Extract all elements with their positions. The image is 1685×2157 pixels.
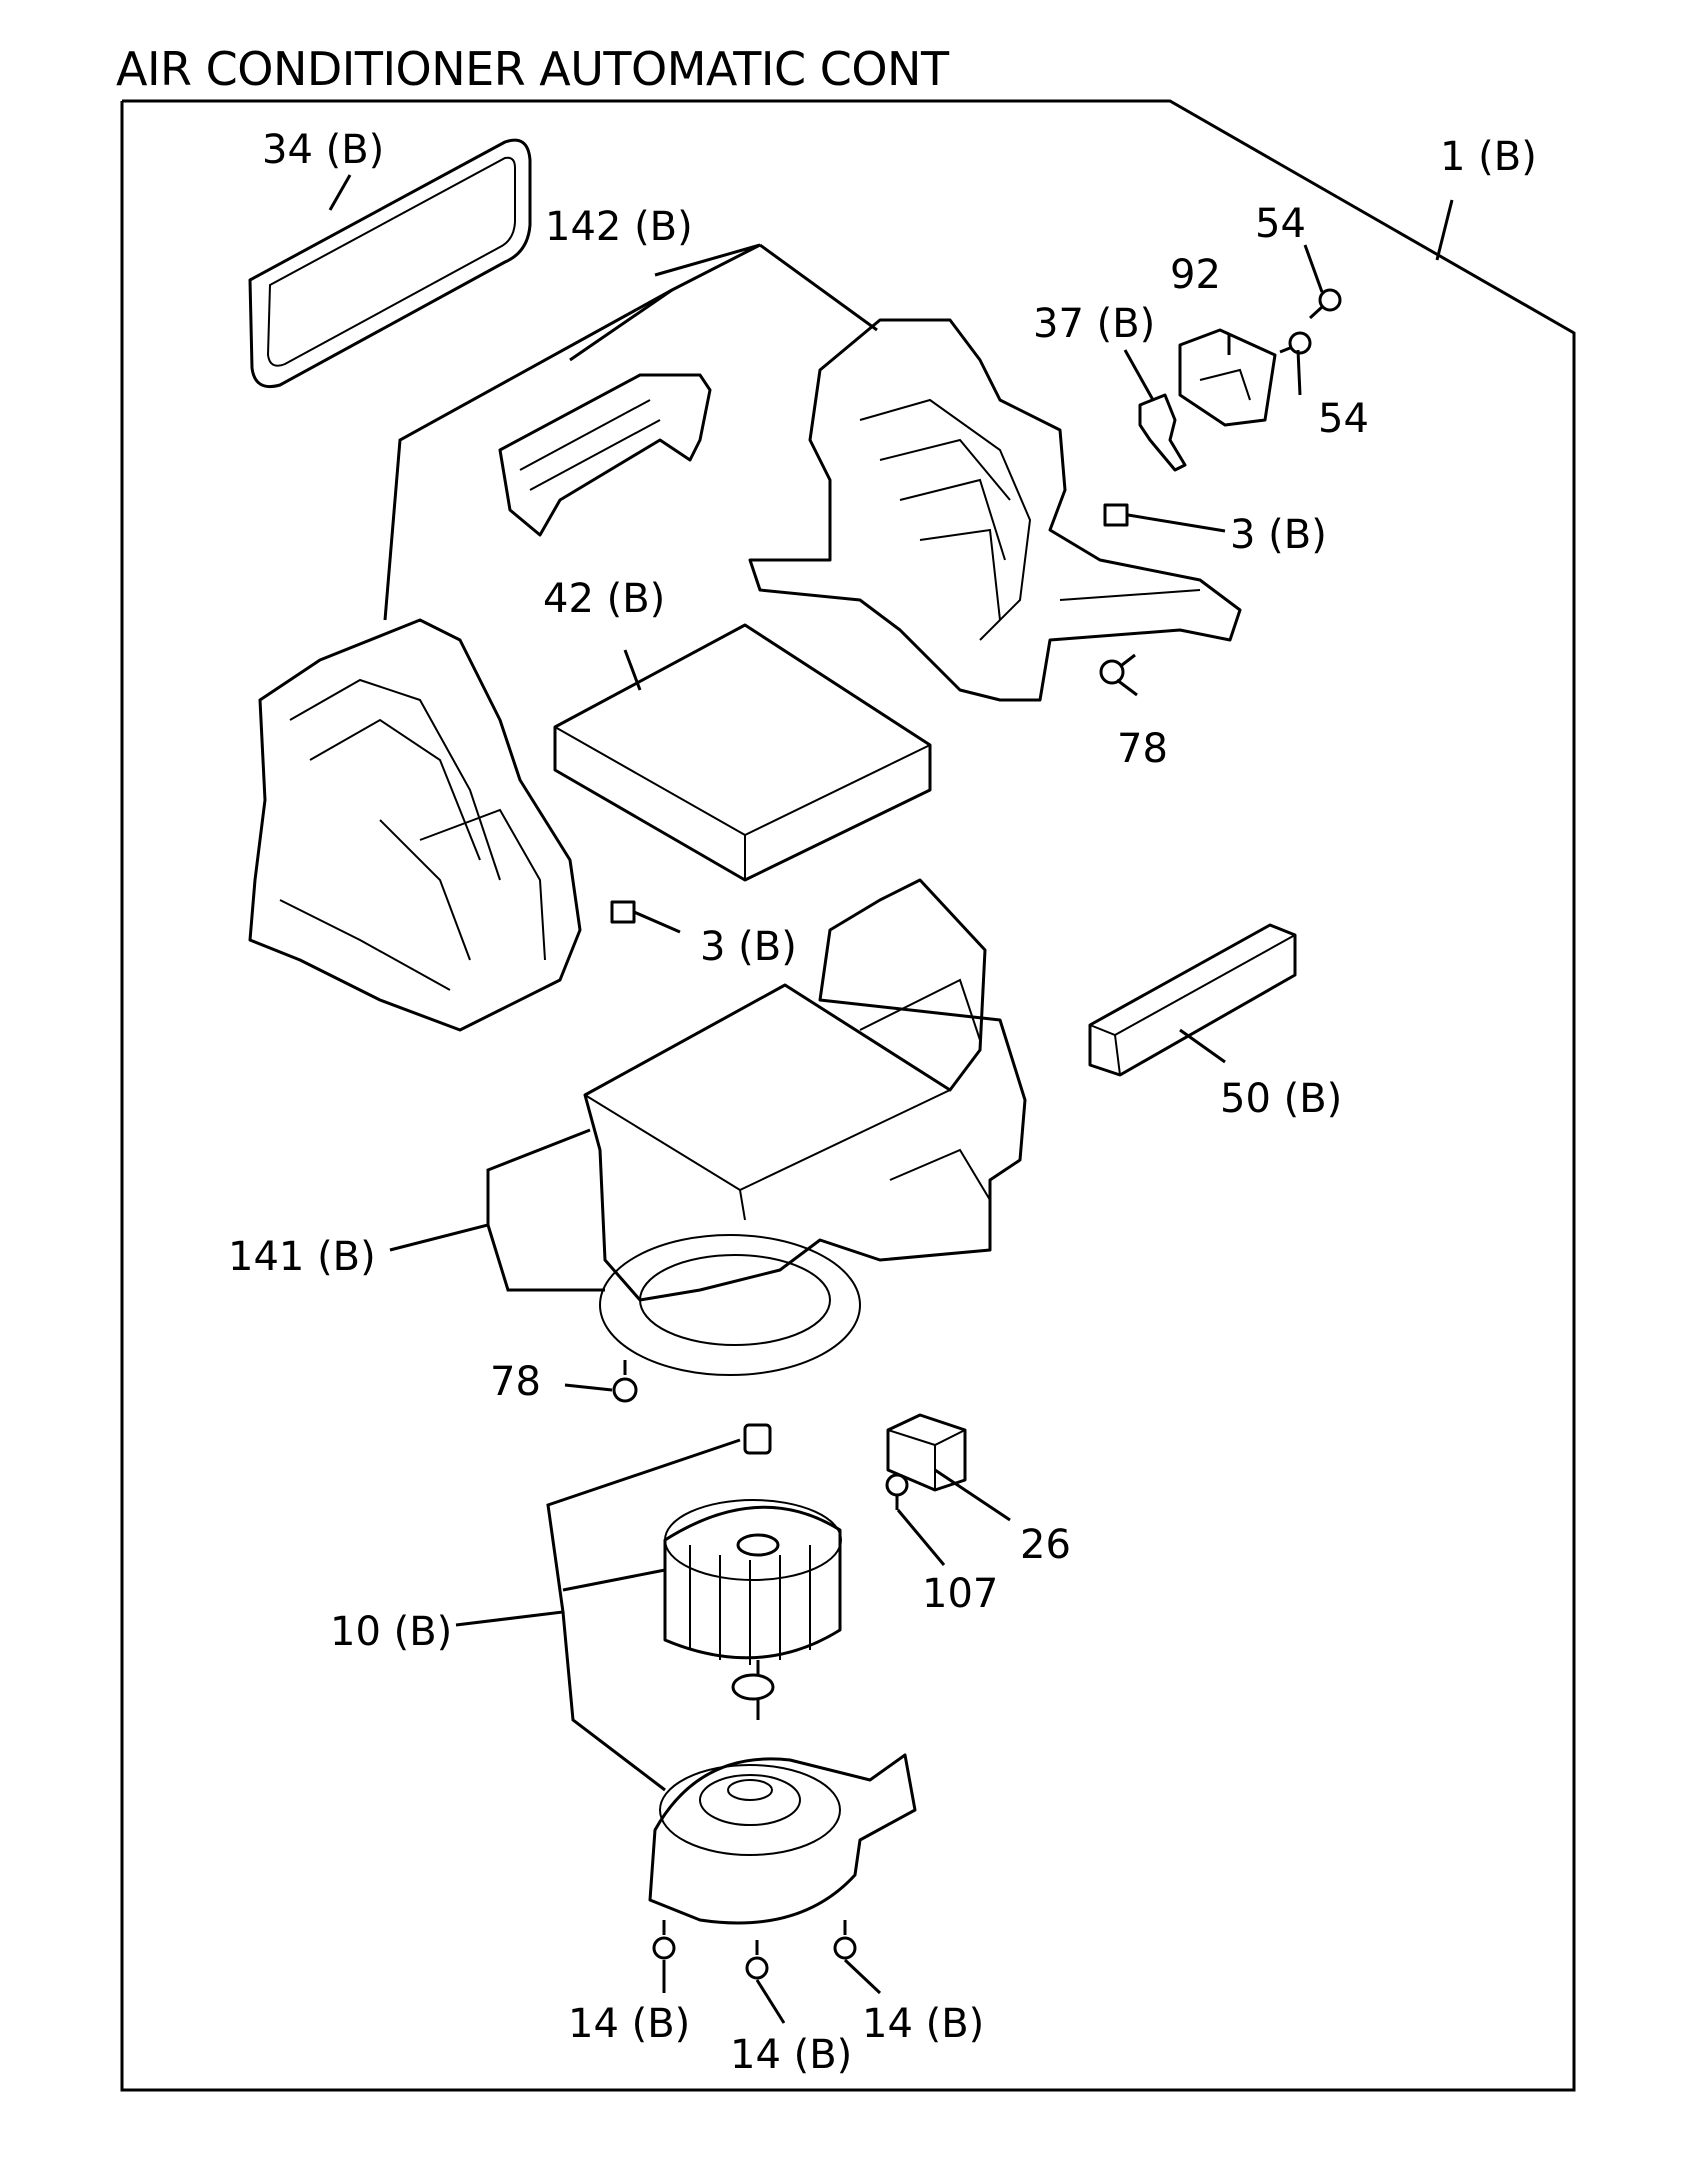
screw-78-upper	[1099, 653, 1136, 685]
callout-3-lower: 3 (B)	[700, 924, 797, 970]
callout-78-lower: 78	[490, 1359, 541, 1405]
clip-3-lower	[610, 900, 636, 924]
callout-14-right: 14 (B)	[862, 2001, 984, 2047]
filter-42	[553, 623, 932, 882]
callout-26: 26	[1020, 1522, 1071, 1568]
callout-141: 141 (B)	[228, 1234, 376, 1280]
callout-37: 37 (B)	[1033, 301, 1155, 347]
duct-142	[498, 373, 712, 537]
clip-3-upper	[1103, 503, 1129, 527]
callout-54-lower: 54	[1318, 396, 1369, 442]
callout-142: 142 (B)	[545, 204, 693, 250]
case-upper-right-142	[748, 318, 1242, 702]
callout-42: 42 (B)	[543, 576, 665, 622]
fan-wheel-10	[663, 1423, 842, 1720]
gasket-34	[248, 138, 532, 389]
case-left-142	[248, 618, 582, 1032]
callout-14-left: 14 (B)	[568, 2001, 690, 2047]
screw-107	[885, 1473, 909, 1510]
diagram-frame	[120, 99, 1576, 2092]
screw-54-lower	[1279, 331, 1312, 355]
callout-1: 1 (B)	[1440, 134, 1537, 180]
callout-54-upper: 54	[1255, 201, 1306, 247]
actuator-37	[1138, 393, 1187, 472]
callout-50: 50 (B)	[1220, 1076, 1342, 1122]
callout-14-center: 14 (B)	[730, 2032, 852, 2078]
module-92	[1178, 328, 1277, 427]
callout-10: 10 (B)	[330, 1609, 452, 1655]
callout-92: 92	[1170, 252, 1221, 298]
page-title: AIR CONDITIONER AUTOMATIC CONT	[116, 42, 949, 96]
blower-case-141	[583, 878, 1027, 1376]
component-50	[1088, 923, 1297, 1077]
callout-78-upper: 78	[1117, 726, 1168, 772]
callout-107: 107	[922, 1571, 998, 1617]
screw-78-lower	[612, 1360, 638, 1403]
screw-14-right	[833, 1920, 857, 1960]
leader-lines	[328, 174, 1454, 2024]
screw-54-upper	[1308, 288, 1342, 320]
screw-14-center	[745, 1940, 769, 1980]
callout-34: 34 (B)	[262, 127, 384, 173]
blower-motor	[648, 1753, 917, 1925]
callout-3-upper: 3 (B)	[1230, 512, 1327, 558]
resistor-26	[886, 1413, 967, 1492]
screw-14-left	[652, 1920, 676, 1960]
